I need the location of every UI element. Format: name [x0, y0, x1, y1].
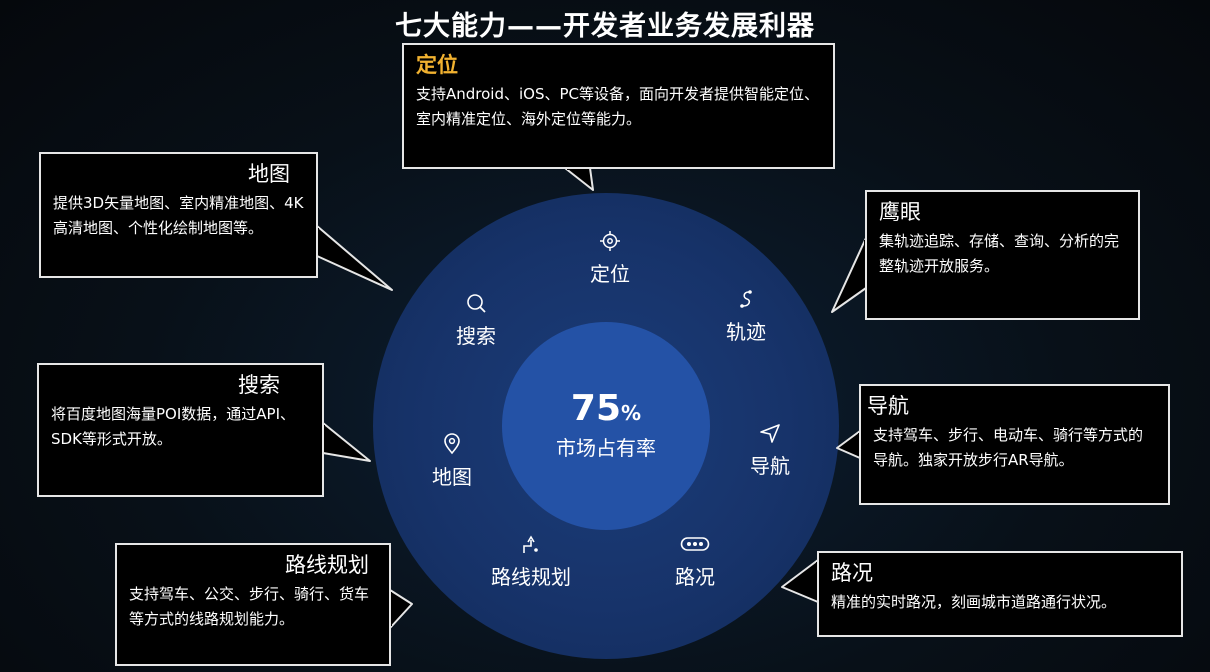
ring-item-guiji: 轨迹	[686, 288, 806, 345]
callout-text-lukuang: 精准的实时路况，刻画城市道路通行状况。	[831, 593, 1117, 611]
callout-luxian: 路线规划 支持驾车、公交、步行、骑行、货车等方式的线路规划能力。	[115, 543, 391, 666]
callout-yingyan: 鹰眼 集轨迹追踪、存储、查询、分析的完整轨迹开放服务。	[865, 190, 1140, 320]
ring-item-lukuang: 路况	[635, 533, 755, 590]
callout-text-ditu: 提供3D矢量地图、室内精准地图、4K高清地图、个性化绘制地图等。	[53, 194, 304, 237]
traffic-icon	[680, 537, 710, 551]
track-icon	[740, 290, 752, 308]
ring-item-luxian: 路线规划	[471, 533, 591, 590]
callout-daohang: 导航 支持驾车、步行、电动车、骑行等方式的导航。独家开放步行AR导航。	[859, 384, 1170, 505]
crosshair-icon	[600, 231, 620, 251]
callout-title-dingwei: 定位	[416, 53, 458, 77]
center-circle	[502, 322, 710, 530]
callout-text-sousuo: 将百度地图海量POI数据，通过API、SDK等形式开放。	[51, 405, 296, 448]
tail-ditu	[316, 225, 393, 291]
ring-label-ditu: 地图	[432, 465, 472, 489]
callout-title-daohang: 导航	[867, 394, 909, 418]
callout-ditu: 地图 提供3D矢量地图、室内精准地图、4K高清地图、个性化绘制地图等。	[39, 152, 318, 278]
map-pin-icon	[444, 433, 460, 455]
callout-title-sousuo: 搜索	[238, 373, 280, 397]
callout-title-ditu: 地图	[248, 162, 290, 186]
callout-text-daohang: 支持驾车、步行、电动车、骑行等方式的导航。独家开放步行AR导航。	[873, 426, 1144, 469]
tail-sousuo	[322, 422, 371, 462]
market-share-number: 75	[570, 388, 622, 429]
route-icon	[523, 535, 538, 553]
callout-title-luxian: 路线规划	[285, 553, 369, 577]
callout-text-yingyan: 集轨迹追踪、存储、查询、分析的完整轨迹开放服务。	[879, 232, 1120, 275]
market-share-value: 75%	[502, 388, 710, 429]
callout-text-luxian: 支持驾车、公交、步行、骑行、货车等方式的线路规划能力。	[129, 585, 370, 628]
ring-label-daohang: 导航	[750, 454, 790, 478]
search-icon	[467, 294, 486, 313]
ring-label-dingwei: 定位	[590, 262, 630, 286]
ring-item-sousuo: 搜索	[416, 292, 536, 349]
callout-lukuang: 路况 精准的实时路况，刻画城市道路通行状况。	[817, 551, 1183, 637]
tail-luxian	[389, 589, 413, 629]
market-share-label: 市场占有率	[556, 436, 656, 460]
send-icon	[760, 424, 780, 443]
market-share-unit: %	[621, 401, 642, 425]
callout-dingwei: 定位 支持Android、iOS、PC等设备，面向开发者提供智能定位、室内精准定…	[402, 43, 835, 169]
ring-label-sousuo: 搜索	[456, 324, 496, 348]
page-title: 七大能力——开发者业务发展利器	[395, 11, 815, 42]
tail-dingwei	[564, 167, 594, 191]
callout-title-lukuang: 路况	[831, 561, 873, 585]
ring-item-ditu: 地图	[392, 433, 512, 490]
ring-item-dingwei: 定位	[550, 230, 670, 287]
ring-label-lukuang: 路况	[675, 565, 715, 589]
callout-sousuo: 搜索 将百度地图海量POI数据，通过API、SDK等形式开放。	[37, 363, 324, 497]
tail-daohang	[836, 430, 861, 459]
ring-label-luxian: 路线规划	[491, 565, 571, 589]
ring-label-guiji: 轨迹	[726, 320, 766, 344]
callout-title-yingyan: 鹰眼	[879, 200, 921, 224]
tail-yingyan	[831, 237, 867, 313]
ring-item-daohang: 导航	[710, 422, 830, 479]
callout-text-dingwei: 支持Android、iOS、PC等设备，面向开发者提供智能定位、室内精准定位、海…	[416, 85, 820, 128]
